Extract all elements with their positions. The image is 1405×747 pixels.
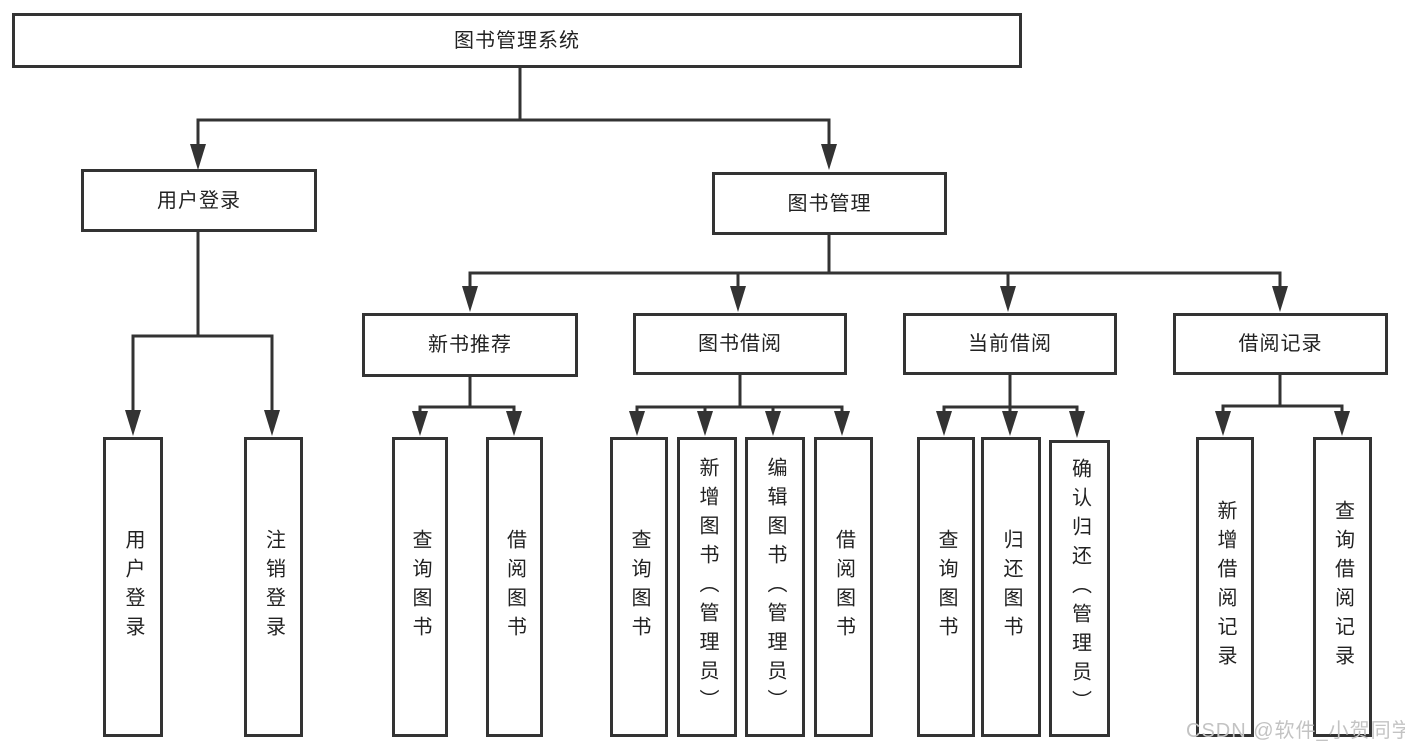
leaf-add-books-admin: 新增图书（管理员） [677, 437, 737, 737]
node-book-management: 图书管理 [712, 172, 947, 235]
csdn-watermark: CSDN @软件_小贺同学 [1186, 720, 1405, 742]
node-borrowing-records: 借阅记录 [1173, 313, 1388, 375]
leaf-return-books: 归还图书 [981, 437, 1041, 737]
leaf-borrow-books-recommend: 借阅图书 [486, 437, 543, 737]
leaf-confirm-return-admin: 确认归还（管理员） [1049, 440, 1110, 737]
leaf-query-books-current: 查询图书 [917, 437, 975, 737]
leaf-query-borrow-record: 查询借阅记录 [1313, 437, 1372, 737]
node-user-login: 用户登录 [81, 169, 317, 232]
leaf-query-books-recommend: 查询图书 [392, 437, 448, 737]
leaf-edit-books-admin: 编辑图书（管理员） [745, 437, 805, 737]
leaf-query-books-borrowing: 查询图书 [610, 437, 668, 737]
leaf-add-borrow-record: 新增借阅记录 [1196, 437, 1254, 737]
node-new-book-recommend: 新书推荐 [362, 313, 578, 377]
node-book-borrowing: 图书借阅 [633, 313, 847, 375]
node-library-management-system: 图书管理系统 [12, 13, 1022, 68]
leaf-user-login: 用户登录 [103, 437, 163, 737]
leaf-logout: 注销登录 [244, 437, 303, 737]
node-current-borrowing: 当前借阅 [903, 313, 1117, 375]
leaf-borrow-books: 借阅图书 [814, 437, 873, 737]
